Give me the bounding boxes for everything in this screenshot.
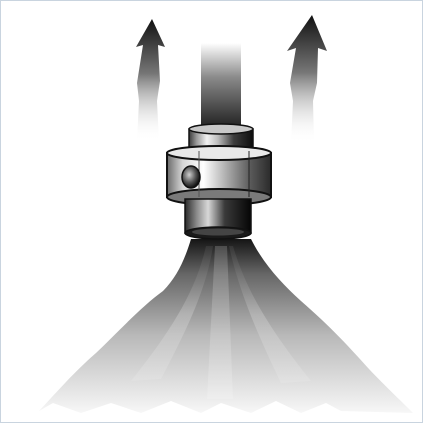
nozzle-icon (167, 124, 271, 239)
up-arrow-icon (136, 19, 165, 141)
up-arrow-icon (287, 15, 327, 143)
spray-plume-icon (39, 239, 413, 413)
